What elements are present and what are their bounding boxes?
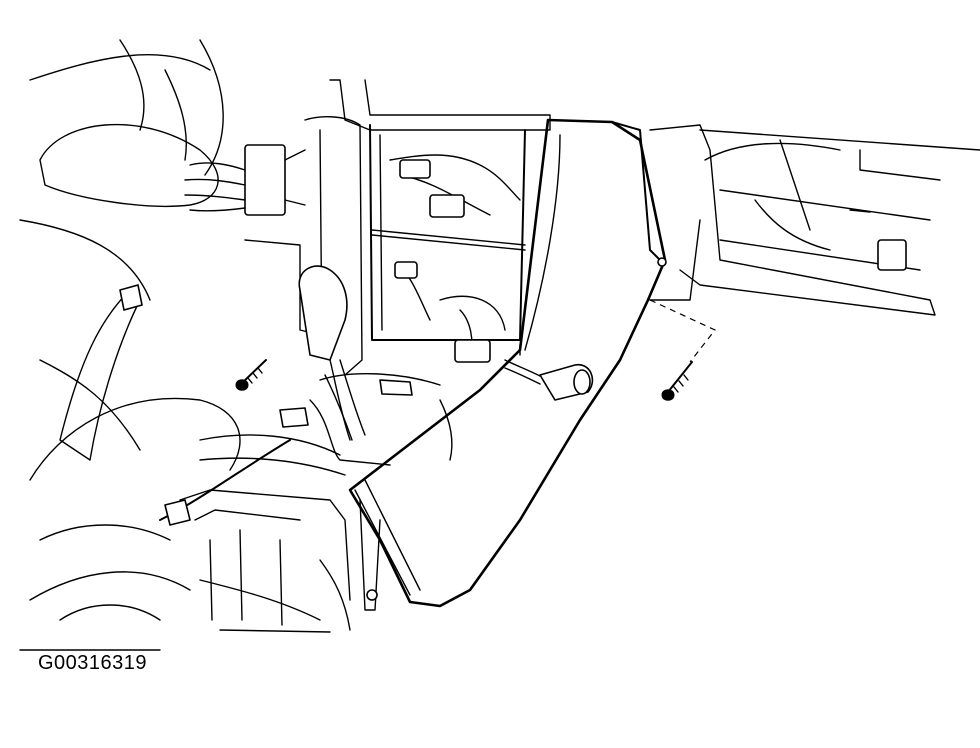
power-outlet-plug	[504, 359, 594, 401]
steering-wheel	[19, 39, 224, 451]
left-seat-outline	[19, 284, 241, 651]
shifter-bezel	[199, 372, 453, 476]
screw-left	[235, 359, 267, 391]
console-bracket	[179, 489, 381, 633]
screw-alignment-line	[649, 299, 716, 363]
shifter-cable	[159, 439, 291, 526]
gear-shifter	[298, 265, 366, 441]
figure-id-label: G00316319	[38, 652, 148, 674]
console-side-panel	[348, 118, 667, 608]
dash-center-opening	[329, 79, 551, 363]
screw-right	[661, 361, 693, 401]
steering-column-connector	[184, 144, 306, 216]
right-dash-structure	[649, 124, 980, 316]
